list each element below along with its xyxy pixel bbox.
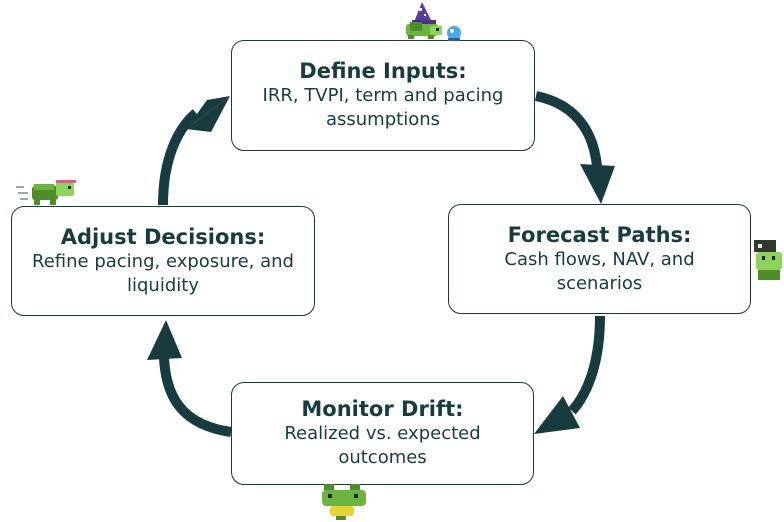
arrow-adjust-to-define — [158, 96, 230, 206]
arrow-monitor-to-adjust — [147, 320, 232, 437]
upside-down-turtle-icon — [322, 484, 366, 520]
step-title: Forecast Paths: — [507, 222, 692, 247]
step-description: Refine pacing, exposure, and liquidity — [32, 250, 294, 296]
step-define-inputs: Define Inputs: IRR, TVPI, term and pacin… — [231, 40, 535, 151]
running-turtle-icon — [16, 180, 76, 205]
step-monitor-drift: Monitor Drift: Realized vs. expected out… — [231, 382, 534, 485]
step-title: Adjust Decisions: — [60, 224, 266, 249]
step-adjust-decisions: Adjust Decisions: Refine pacing, exposur… — [11, 206, 315, 316]
peeking-turtle-icon — [754, 240, 782, 280]
step-title: Define Inputs: — [299, 59, 467, 83]
step-forecast-paths: Forecast Paths: Cash flows, NAV, and sce… — [448, 204, 751, 314]
step-description: Cash flows, NAV, and scenarios — [504, 248, 695, 294]
wizard-turtle-icon — [406, 2, 461, 41]
step-description: Realized vs. expected outcomes — [284, 423, 481, 468]
step-description: IRR, TVPI, term and pacing assumptions — [262, 85, 504, 130]
arrow-forecast-to-monitor — [534, 315, 605, 434]
arrow-define-to-forecast — [534, 91, 615, 204]
step-title: Monitor Drift: — [301, 397, 464, 421]
